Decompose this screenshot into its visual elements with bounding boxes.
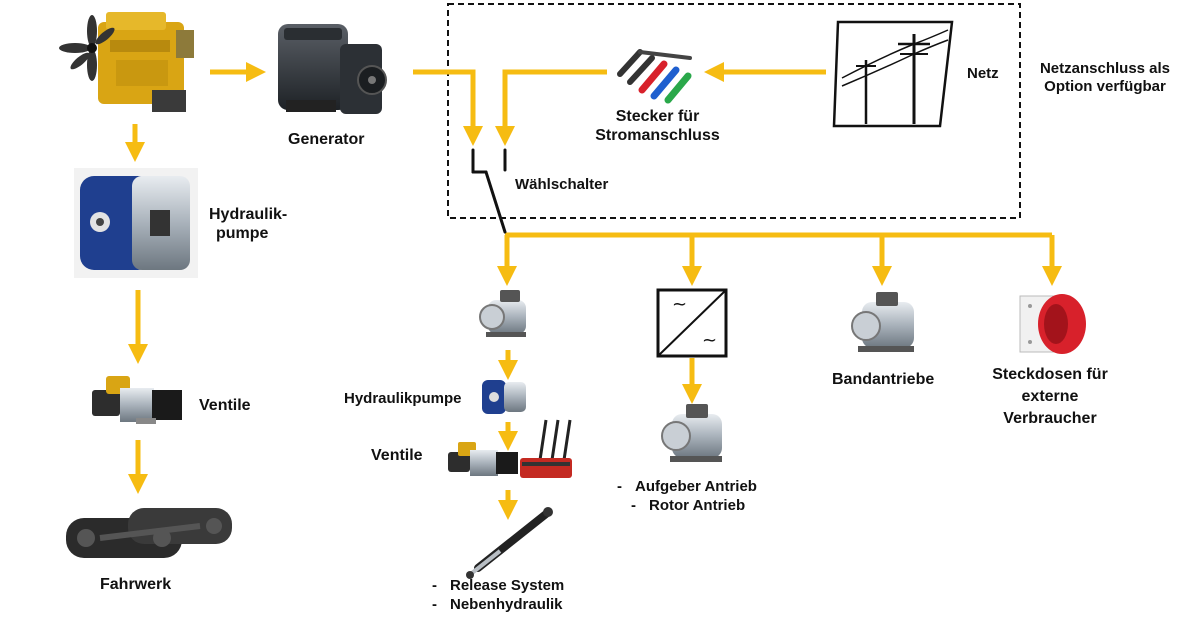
hydraulic-pump-icon bbox=[74, 168, 198, 278]
diesel-engine-icon bbox=[59, 12, 194, 112]
electric-motor-icon bbox=[851, 292, 914, 352]
arrow-generator-switch bbox=[413, 69, 483, 146]
sockets-label-line2: externe bbox=[1021, 388, 1079, 405]
plug-label-line2: Stromanschluss bbox=[595, 127, 720, 144]
generator-label: Generator bbox=[288, 131, 365, 148]
power-pole-icon bbox=[832, 20, 954, 128]
grid-option-label-line2: Option verfügbar bbox=[1044, 78, 1166, 95]
valves-label-mid: Ventile bbox=[371, 447, 423, 464]
cee-socket-icon bbox=[1019, 294, 1086, 354]
valve-icon bbox=[448, 442, 518, 476]
valves-label-left: Ventile bbox=[199, 397, 251, 414]
undercarriage-label: Fahrwerk bbox=[100, 576, 172, 593]
plug-label: Stecker für Stromanschluss bbox=[590, 107, 725, 145]
valve-icon bbox=[92, 376, 182, 424]
drive-list: Aufgeber Antrieb Rotor Antrieb bbox=[617, 477, 757, 515]
frequency-converter-icon: ~ ~ bbox=[656, 288, 728, 358]
belt-drives-label: Bandantriebe bbox=[832, 371, 935, 388]
connectors bbox=[125, 62, 1062, 520]
sockets-label-line3: Verbraucher bbox=[1003, 410, 1097, 427]
hydraulic-pump-icon bbox=[482, 380, 526, 414]
arrow-plug-switch bbox=[495, 69, 607, 146]
selector-switch-label: Wählschalter bbox=[515, 176, 609, 193]
plug-label-line1: Stecker für bbox=[615, 108, 700, 125]
generator-icon bbox=[278, 24, 387, 114]
crawler-track-icon bbox=[66, 508, 232, 558]
release-list-item: Release System bbox=[432, 576, 564, 595]
drive-list-item: Aufgeber Antrieb bbox=[617, 477, 757, 496]
hydraulic-pump-label-mid: Hydraulikpumpe bbox=[344, 390, 462, 407]
grid-option-label: Netzanschluss als Option verfügbar bbox=[1030, 60, 1180, 96]
hydraulic-pump-label: Hydraulik- pumpe bbox=[209, 205, 287, 243]
grid-option-frame bbox=[447, 3, 1021, 219]
sockets-label: Steckdosen für externe Verbraucher bbox=[980, 364, 1120, 430]
selector-switch-icon bbox=[471, 148, 507, 234]
grid-label: Netz bbox=[967, 65, 999, 82]
hydraulic-pump-label-line2: pumpe bbox=[216, 225, 269, 242]
release-list: Release System Nebenhydraulik bbox=[432, 576, 564, 614]
hydraulic-pump-label-line1: Hydraulik- bbox=[209, 206, 288, 223]
sockets-label-line1: Steckdosen für bbox=[992, 366, 1108, 383]
grid-option-label-line1: Netzanschluss als bbox=[1039, 60, 1171, 77]
svg-text:~: ~ bbox=[672, 294, 687, 315]
svg-text:~: ~ bbox=[702, 330, 717, 351]
electric-motor-icon bbox=[661, 404, 722, 462]
control-lever-valve-icon bbox=[520, 419, 572, 478]
release-list-item: Nebenhydraulik bbox=[432, 595, 564, 614]
electric-motor-icon bbox=[479, 290, 526, 337]
power-plug-icon bbox=[617, 49, 692, 104]
hydraulic-cylinder-icon bbox=[466, 507, 553, 579]
drive-list-item: Rotor Antrieb bbox=[617, 496, 757, 515]
